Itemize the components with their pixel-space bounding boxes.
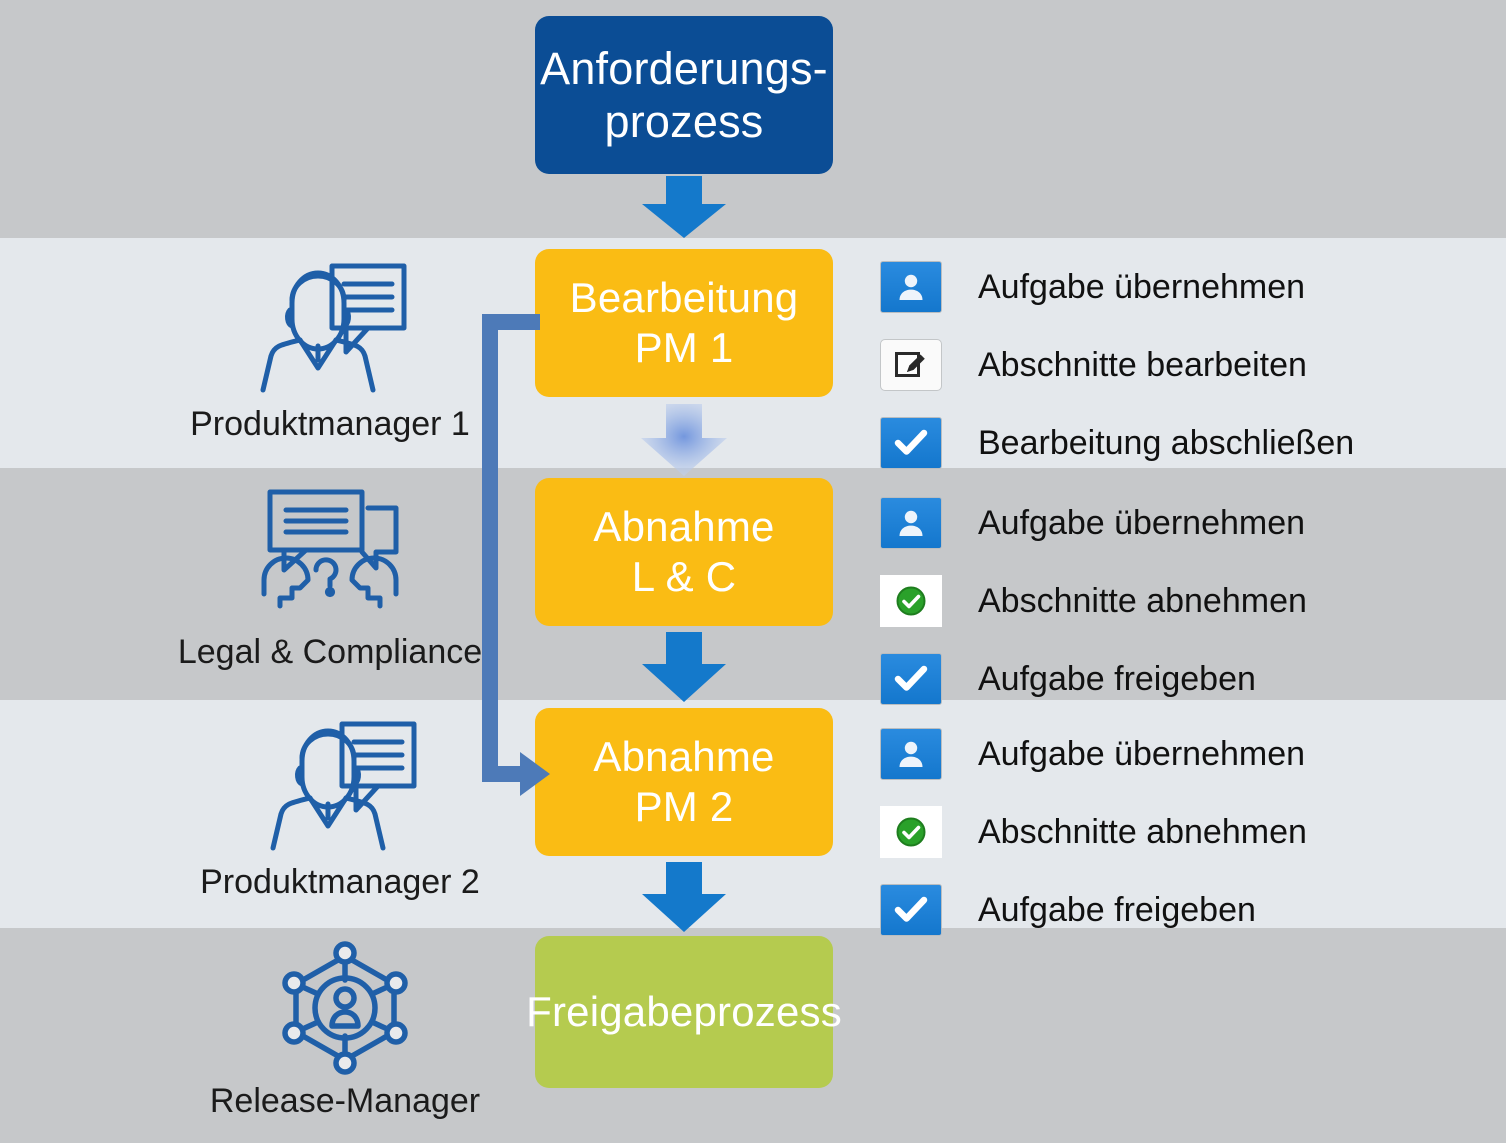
person-speech-bubble-icon bbox=[160, 716, 520, 861]
green-check-circle-icon bbox=[880, 575, 942, 627]
feedback-loop-arrow bbox=[470, 310, 580, 810]
action-row[interactable]: Abschnitte abnehmen bbox=[880, 562, 1480, 640]
action-row[interactable]: Aufgabe übernehmen bbox=[880, 484, 1480, 562]
task-box-pm1-line1: Bearbeitung bbox=[569, 274, 799, 322]
two-heads-speech-question-icon bbox=[150, 486, 510, 631]
role-produktmanager-1: Produktmanager 1 bbox=[150, 258, 510, 444]
action-label: Aufgabe übernehmen bbox=[978, 267, 1306, 306]
task-box-lc-line1: Abnahme bbox=[593, 503, 775, 551]
check-icon bbox=[880, 417, 942, 469]
task-box-lc-line2: L & C bbox=[631, 553, 737, 600]
person-icon bbox=[880, 261, 942, 313]
task-box-abnahme-pm2[interactable]: Abnahme PM 2 bbox=[535, 708, 833, 856]
action-list-legal: Aufgabe übernehmen Abschnitte abnehmen A… bbox=[880, 484, 1480, 718]
person-icon bbox=[880, 497, 942, 549]
person-speech-bubble-icon bbox=[150, 258, 510, 403]
task-box-abnahme-lc[interactable]: Abnahme L & C bbox=[535, 478, 833, 626]
role-produktmanager-2: Produktmanager 2 bbox=[160, 716, 520, 902]
action-row[interactable]: Abschnitte bearbeiten bbox=[880, 326, 1480, 404]
role-legal-compliance: Legal & Compliance bbox=[150, 486, 510, 672]
action-label: Aufgabe freigeben bbox=[978, 659, 1256, 698]
arrow-start-to-pm1 bbox=[634, 176, 734, 238]
action-row[interactable]: Aufgabe übernehmen bbox=[880, 248, 1480, 326]
action-label: Abschnitte abnehmen bbox=[978, 812, 1307, 851]
arrow-pm2-to-freigabe bbox=[634, 862, 734, 932]
role-label-legal: Legal & Compliance bbox=[177, 633, 483, 671]
start-process-box[interactable]: Anforderungs- prozess bbox=[535, 16, 833, 174]
action-label: Aufgabe übernehmen bbox=[978, 503, 1306, 542]
action-row[interactable]: Aufgabe übernehmen bbox=[880, 715, 1480, 793]
role-release-manager: Release-Manager bbox=[165, 940, 525, 1121]
end-box-label: Freigabeprozess bbox=[526, 988, 842, 1036]
check-icon bbox=[880, 653, 942, 705]
action-row[interactable]: Aufgabe freigeben bbox=[880, 871, 1480, 949]
start-box-line1: Anforderungs- bbox=[540, 42, 828, 94]
action-label: Abschnitte bearbeiten bbox=[978, 345, 1307, 384]
role-label-release: Release-Manager bbox=[209, 1082, 481, 1120]
action-list-pm2: Aufgabe übernehmen Abschnitte abnehmen A… bbox=[880, 715, 1480, 949]
arrow-pm1-to-legal-faded bbox=[634, 404, 734, 476]
start-box-line2: prozess bbox=[604, 96, 764, 147]
green-check-circle-icon bbox=[880, 806, 942, 858]
action-row[interactable]: Aufgabe freigeben bbox=[880, 640, 1480, 718]
task-box-pm2-line2: PM 2 bbox=[634, 783, 734, 830]
role-label-pm2: Produktmanager 2 bbox=[200, 863, 480, 901]
role-label-pm1: Produktmanager 1 bbox=[190, 405, 470, 443]
edit-pencil-icon bbox=[880, 339, 942, 391]
action-label: Aufgabe übernehmen bbox=[978, 734, 1306, 773]
action-label: Aufgabe freigeben bbox=[978, 890, 1256, 929]
check-icon bbox=[880, 884, 942, 936]
arrow-legal-to-pm2 bbox=[634, 632, 734, 702]
task-box-pm1-line2: PM 1 bbox=[634, 324, 734, 371]
task-box-bearbeitung-pm1[interactable]: Bearbeitung PM 1 bbox=[535, 249, 833, 397]
end-process-box[interactable]: Freigabeprozess bbox=[526, 936, 842, 1088]
network-hexagon-person-icon bbox=[165, 940, 525, 1080]
action-label: Bearbeitung abschließen bbox=[978, 423, 1355, 462]
action-label: Abschnitte abnehmen bbox=[978, 581, 1307, 620]
action-list-pm1: Aufgabe übernehmen Abschnitte bearbeiten… bbox=[880, 248, 1480, 482]
person-icon bbox=[880, 728, 942, 780]
action-row[interactable]: Abschnitte abnehmen bbox=[880, 793, 1480, 871]
action-row[interactable]: Bearbeitung abschließen bbox=[880, 404, 1480, 482]
task-box-pm2-line1: Abnahme bbox=[593, 733, 775, 781]
